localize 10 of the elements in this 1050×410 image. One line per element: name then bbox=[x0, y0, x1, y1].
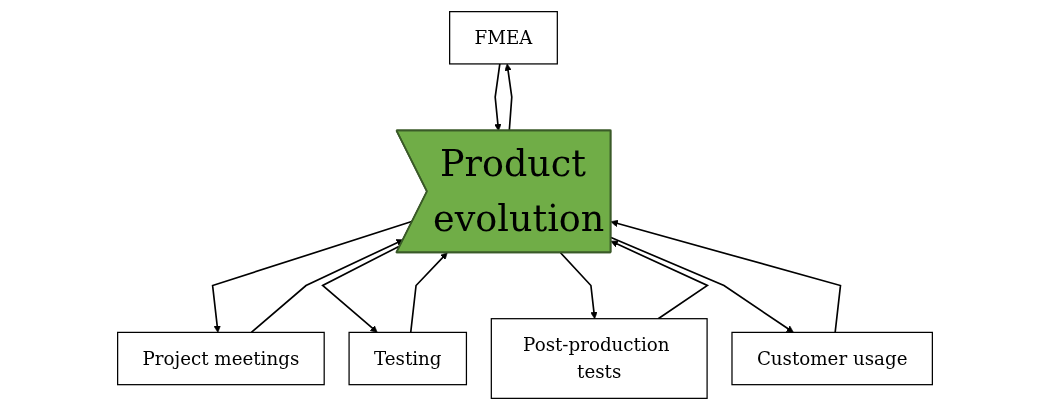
arrow bbox=[610, 236, 794, 333]
node-box: FMEA bbox=[449, 11, 558, 65]
arrow bbox=[610, 219, 842, 334]
arrow bbox=[409, 252, 448, 334]
node-box: Customer usage bbox=[731, 331, 933, 386]
node-box: Testing bbox=[348, 331, 468, 386]
arrow bbox=[610, 240, 710, 320]
arrow bbox=[250, 239, 404, 334]
node-box: Project meetings bbox=[117, 331, 325, 386]
node-box: Post-production tests bbox=[490, 318, 708, 399]
